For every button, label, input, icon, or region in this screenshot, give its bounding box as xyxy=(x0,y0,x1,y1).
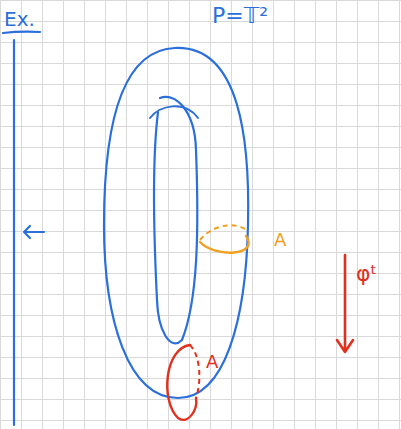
torus-outer xyxy=(104,48,248,398)
flow-label: φᵗ xyxy=(356,262,377,286)
example-heading: Ex. xyxy=(4,8,35,30)
torus-hole-twist xyxy=(150,106,198,118)
red-loop xyxy=(167,345,196,420)
orange-loop xyxy=(200,236,249,253)
underline xyxy=(3,32,40,33)
red-loop-hidden xyxy=(190,345,199,398)
curve-label: A xyxy=(206,352,218,372)
space-label: P=𝕋² xyxy=(212,4,268,28)
flow-arrow xyxy=(337,255,353,352)
curve-label: A xyxy=(274,230,286,250)
torus-hole xyxy=(154,97,197,343)
side-line xyxy=(13,40,15,425)
small-arrow xyxy=(24,226,44,238)
orange-loop-hidden xyxy=(200,225,248,240)
